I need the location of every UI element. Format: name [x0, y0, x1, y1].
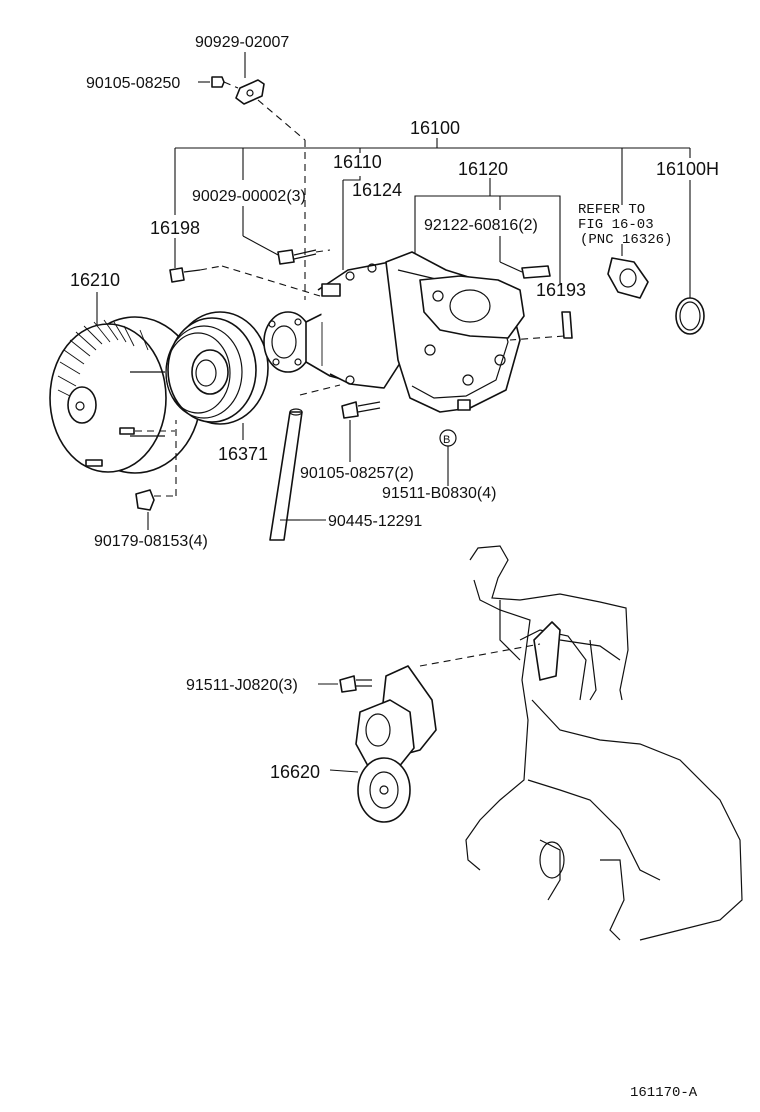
label-16120: 16120	[458, 159, 508, 179]
stud-92122-60816	[499, 236, 551, 279]
callout-b	[439, 429, 457, 447]
bolt-90105-08250	[198, 76, 239, 89]
o-ring-16100H	[675, 297, 705, 335]
callout-b-label: B	[443, 434, 450, 446]
label-16110: 16110	[333, 152, 382, 172]
label-16193: 16193	[536, 280, 586, 300]
bolt-16198	[169, 238, 321, 297]
figure-code: 161170-A	[630, 1085, 698, 1101]
refer-note-line3: (PNC 16326)	[580, 232, 672, 248]
bolt-91511-B0830	[447, 399, 471, 486]
engine-block	[419, 545, 743, 941]
water-pump-16110	[263, 251, 525, 413]
label-16198: 16198	[150, 218, 200, 238]
label-16100: 16100	[410, 118, 460, 138]
label-16124: 16124	[352, 180, 402, 200]
stud-16193	[509, 311, 573, 341]
pipe-90445-12291	[269, 408, 326, 541]
refer-note-line2: FIG 16-03	[578, 217, 654, 233]
gasket-16326-ref	[607, 257, 649, 299]
label-90105-08257: 90105-08257(2)	[300, 465, 414, 482]
bolt-90105-08257	[299, 384, 381, 462]
bolt-90029-00002	[242, 206, 331, 265]
nut-90179-08153	[135, 420, 177, 530]
fluid-coupling-16210	[49, 292, 202, 474]
label-92122-60816: 92122-60816(2)	[424, 217, 538, 234]
label-90029-00002: 90029-00002(3)	[192, 188, 306, 205]
label-16100H: 16100H	[656, 159, 719, 179]
refer-note-line1: REFER TO	[578, 202, 645, 218]
label-90105-08250: 90105-08250	[86, 75, 180, 92]
assembly-bracket-16100	[174, 138, 691, 298]
label-16210: 16210	[70, 270, 120, 290]
label-90445-12291: 90445-12291	[328, 513, 422, 530]
label-91511-B0830: 91511-B0830(4)	[382, 485, 496, 502]
label-16620: 16620	[270, 762, 320, 782]
label-91511-J0820: 91511-J0820(3)	[186, 677, 298, 694]
bracket-90929-02007	[235, 52, 306, 300]
label-90929-02007: 90929-02007	[195, 34, 289, 51]
label-90179-08153: 90179-08153(4)	[94, 533, 208, 550]
pulley-16371	[165, 311, 269, 440]
belt-tensioner-16620	[318, 665, 437, 823]
label-16371: 16371	[218, 444, 268, 464]
